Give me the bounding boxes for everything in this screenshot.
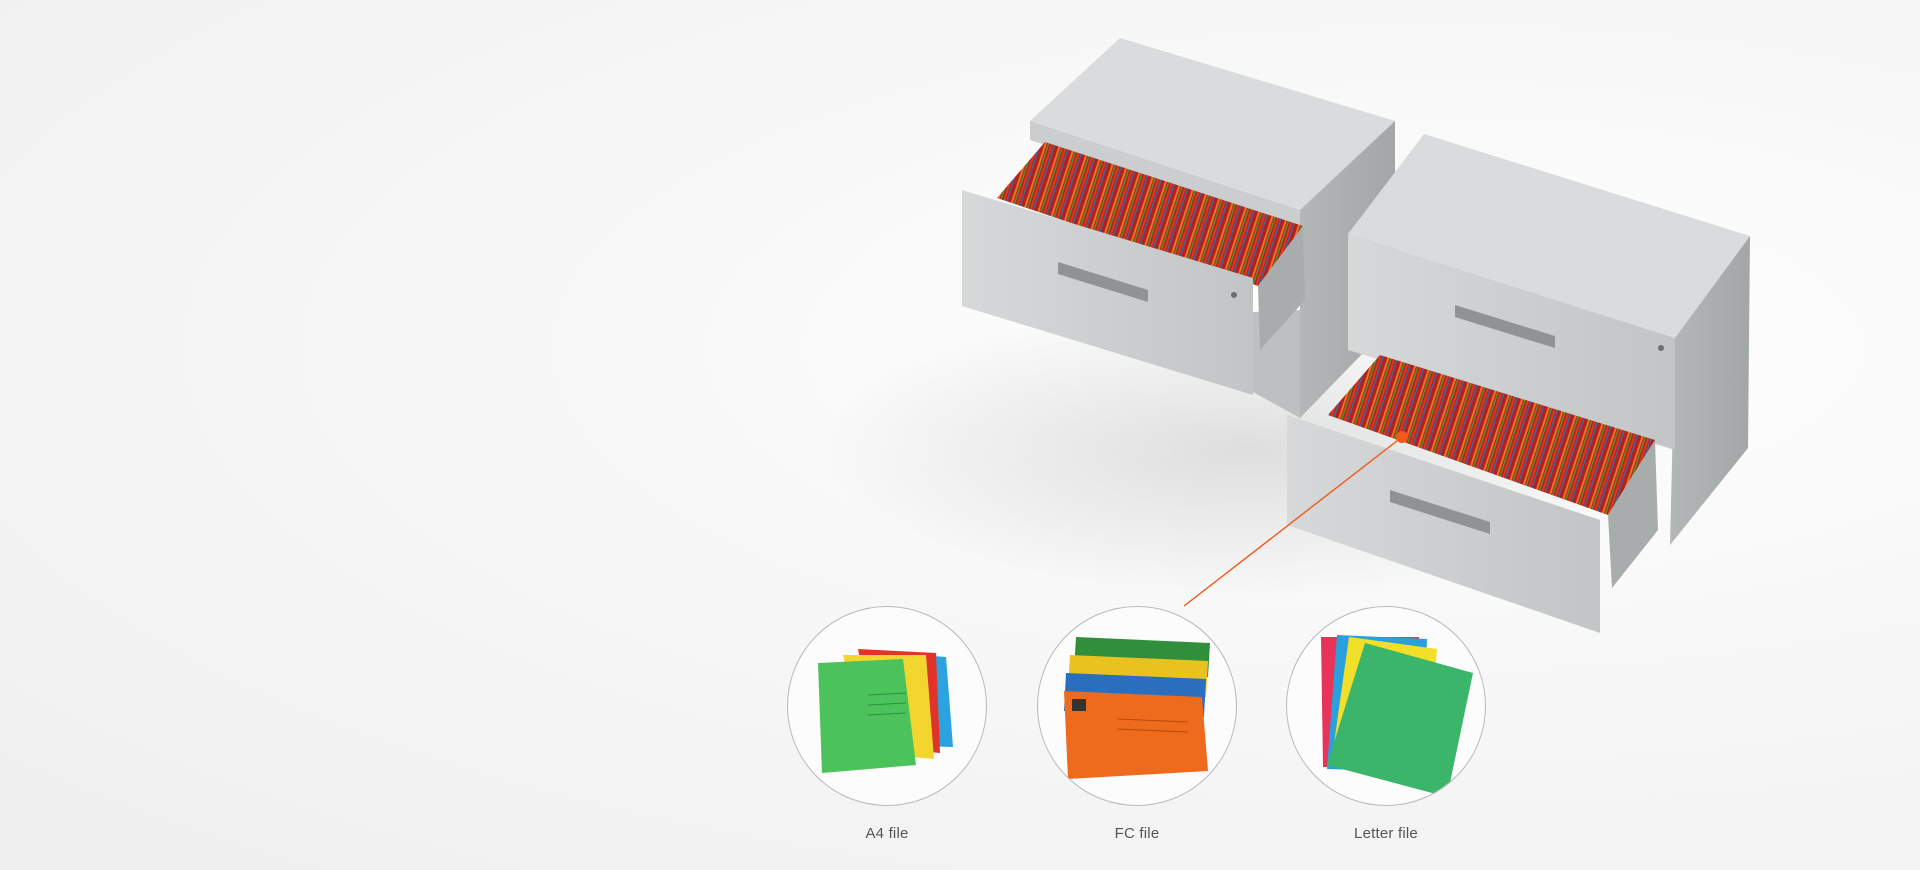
letter-file-label: Letter file	[1354, 825, 1418, 842]
a4-file-image	[787, 606, 987, 806]
callout-line	[1183, 436, 1403, 607]
right-cabinet-top	[1348, 134, 1750, 338]
fc-hanging-file-icon	[1064, 637, 1210, 779]
right-cabinet-side	[1670, 236, 1750, 545]
left-drawer-front	[962, 190, 1253, 395]
right-drawer-front	[1287, 415, 1600, 633]
right-cabinet	[1287, 134, 1750, 633]
left-cabinet-top	[1030, 38, 1395, 210]
right-drawer-files	[1328, 355, 1655, 515]
letter-file-option[interactable]: Letter file	[1286, 606, 1486, 846]
fc-file-image	[1037, 606, 1237, 806]
right-upper-drawer-front	[1348, 234, 1675, 450]
right-drawer-handle	[1390, 490, 1490, 534]
left-drawer-inner-side	[1258, 226, 1305, 350]
left-drawer-handle	[1058, 262, 1148, 302]
a4-file-option[interactable]: A4 file	[787, 606, 987, 846]
a4-file-label: A4 file	[865, 825, 909, 842]
letter-hanging-file-icon	[1321, 635, 1473, 797]
right-drawer-inner-side	[1608, 440, 1658, 588]
right-lock-icon	[1658, 345, 1664, 351]
fc-file-option[interactable]: FC file	[1037, 606, 1237, 846]
right-upper-drawer-handle	[1455, 305, 1555, 348]
left-drawer-files	[997, 142, 1303, 286]
left-lock-icon	[1231, 292, 1237, 298]
letter-file-image	[1286, 606, 1486, 806]
callout-dot	[1396, 431, 1408, 443]
left-cabinet-front-upper	[1030, 121, 1300, 228]
fc-file-label: FC file	[1114, 825, 1160, 842]
a4-hanging-file-icon	[818, 649, 953, 773]
